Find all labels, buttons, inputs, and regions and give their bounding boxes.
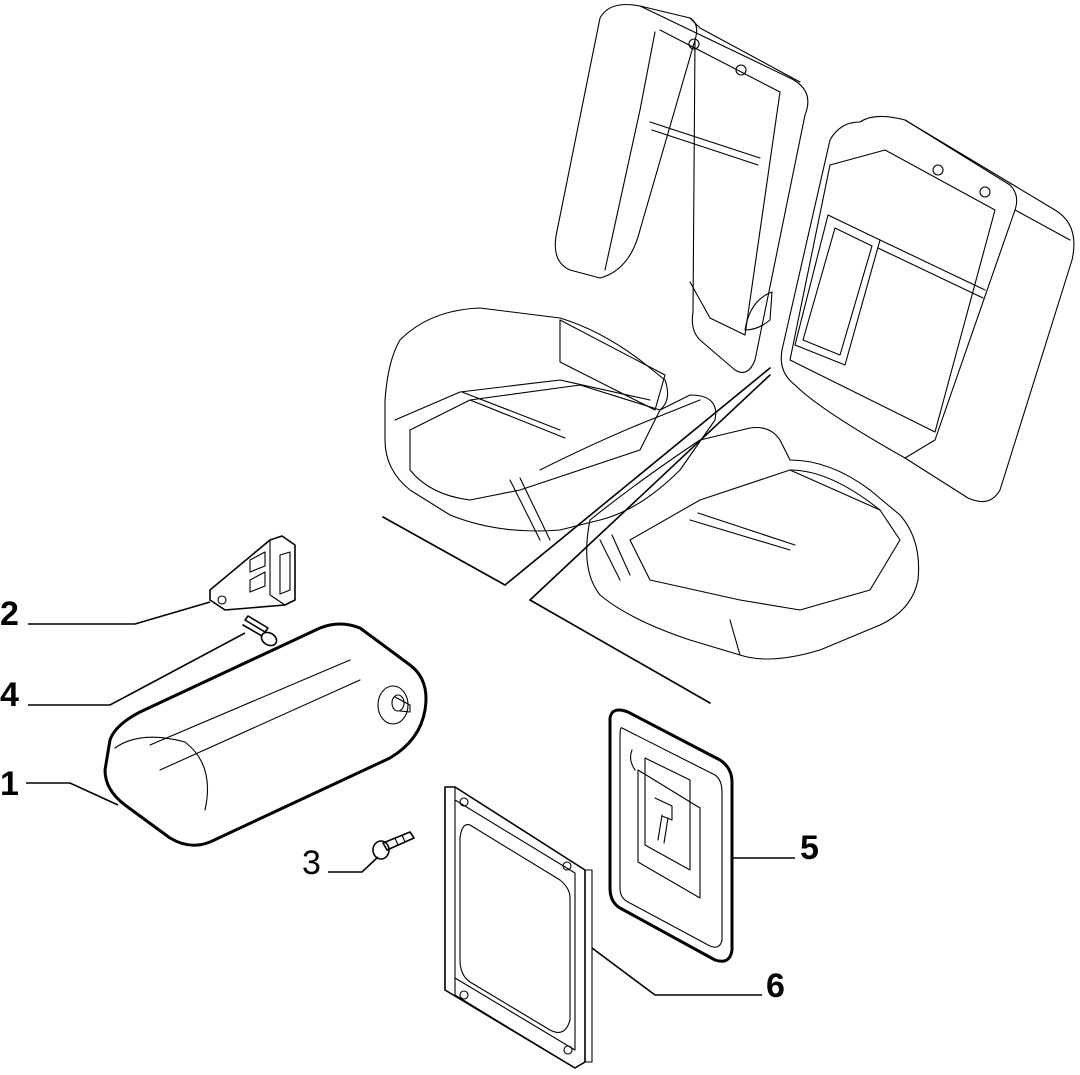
left-seat-cushion [384,307,717,541]
part-3-screw [372,831,415,860]
callout-3: 3 [302,844,321,882]
callout-4: 4 [0,676,19,714]
rear-seat-assembly [382,3,1075,704]
leader-6 [591,947,762,996]
part-1-armrest [103,622,428,847]
callout-labels: 1 2 3 4 5 6 [0,595,819,1005]
callout-6: 6 [766,967,785,1005]
leader-2 [28,601,211,625]
leader-4 [28,632,246,706]
right-seat-back [780,115,1075,503]
part-6-frame-plate [444,786,593,1069]
callout-2: 2 [0,595,19,633]
callout-5: 5 [800,829,819,867]
right-seat-cushion [586,426,920,660]
callout-1: 1 [0,765,19,803]
part-2-bracket [209,535,296,611]
part-4-bolt [242,615,278,647]
leader-1 [26,782,119,806]
leader-3 [328,856,379,873]
left-seat-back [554,3,809,373]
leader-lines [26,601,795,996]
seat-reference-lines [382,367,771,704]
part-5-gasket [608,708,734,963]
